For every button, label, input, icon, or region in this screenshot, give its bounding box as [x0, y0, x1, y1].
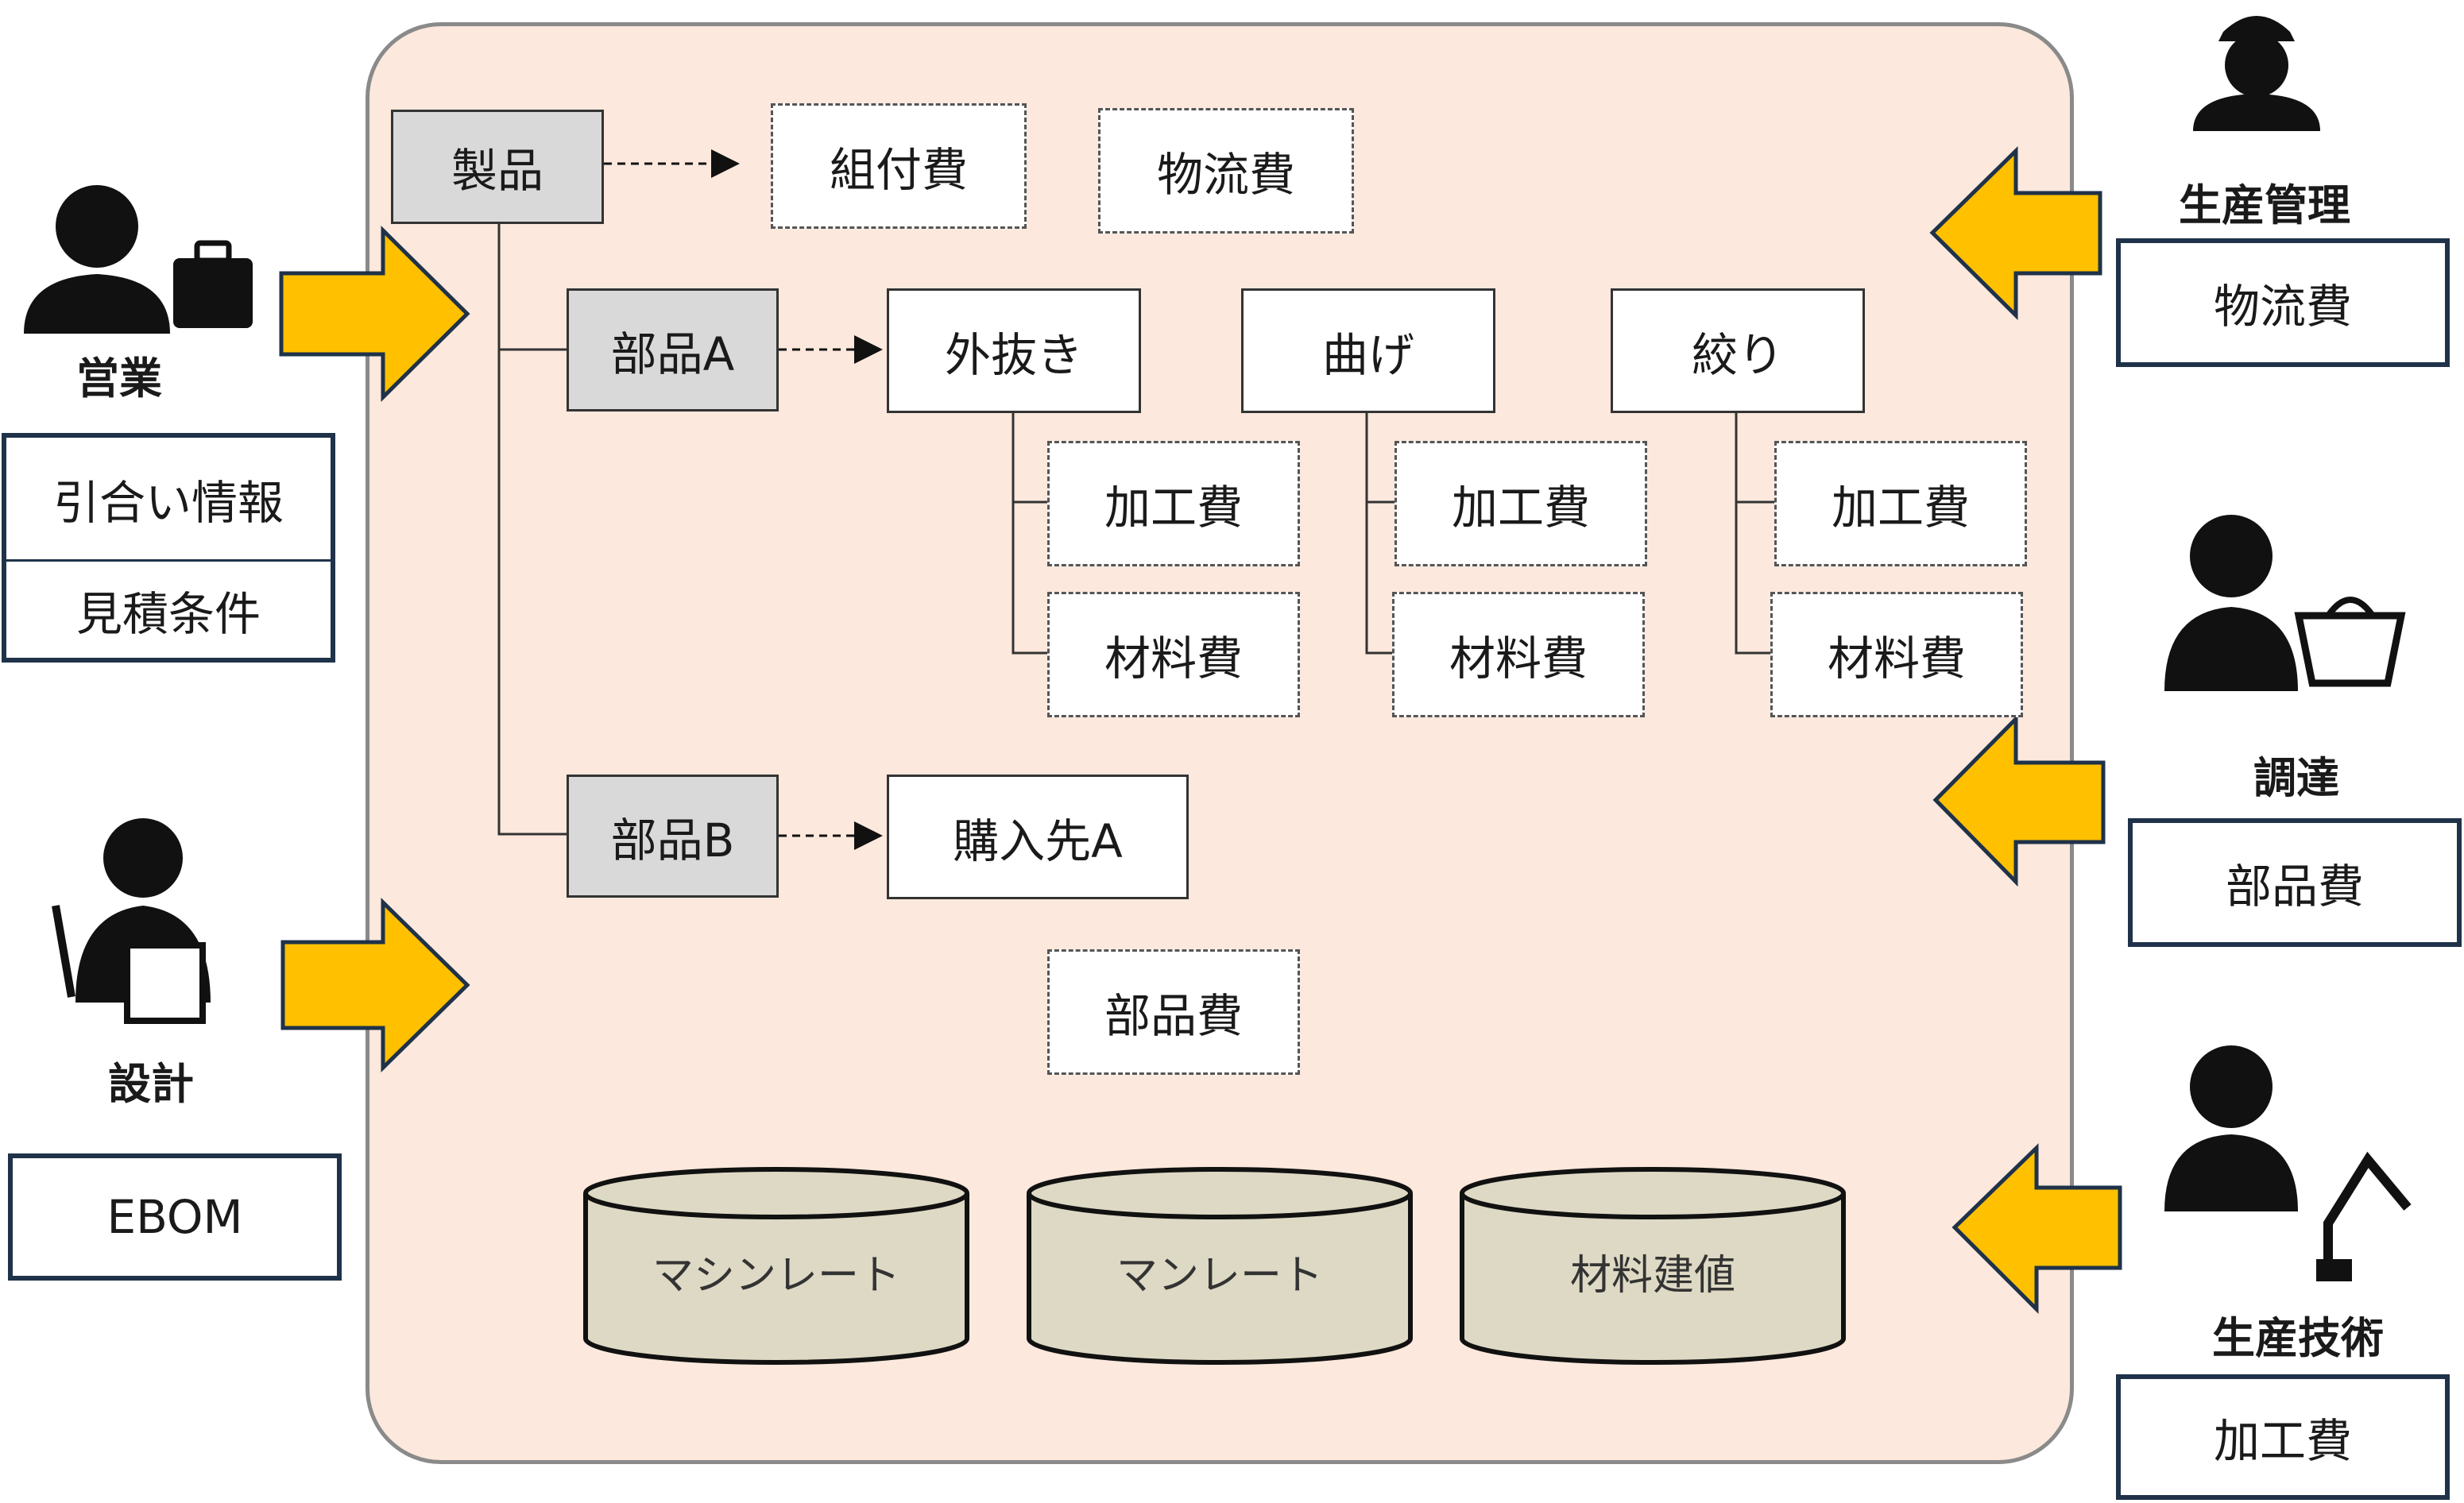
procurement-input-arrow [1932, 713, 2106, 887]
supplier-node: 購入先A [887, 775, 1189, 899]
production-engineering-input-arrow [1951, 1143, 2122, 1315]
production-control-input-arrow [1929, 146, 2102, 320]
database-labor-rate [1027, 1193, 1413, 1365]
tree-line-process-2 [1365, 413, 1394, 655]
salesperson-with-briefcase-icon [24, 185, 253, 334]
part-a-node: 部品A [567, 288, 779, 411]
production-control-input-logistics: 物流費 [2116, 238, 2450, 367]
designer-with-blueprint-icon [52, 818, 211, 1024]
role-label-sales: 営業 [76, 354, 162, 404]
sales-input-arrow [279, 226, 470, 402]
product-node: 製品 [391, 110, 604, 224]
process-node-2: 曲げ [1241, 288, 1495, 413]
parts-cost-node: 部品費 [1047, 949, 1300, 1075]
database-material-price [1460, 1193, 1846, 1365]
design-input-ebom: EBOM [8, 1153, 342, 1281]
tree-line-process-1 [1012, 413, 1047, 655]
worker-with-hardhat-icon [2193, 16, 2320, 131]
process-node-3: 絞り [1611, 288, 1865, 413]
assembly-cost-node: 組付費 [771, 103, 1027, 229]
process-2-processing-cost: 加工費 [1394, 441, 1647, 566]
part-b-node: 部品B [567, 775, 779, 898]
production-engineering-input-processing: 加工費 [2116, 1374, 2450, 1500]
buyer-with-basket-icon [2164, 515, 2406, 691]
sales-input-inquiry: 引合い情報 [2, 433, 335, 562]
role-label-design: 設計 [108, 1059, 194, 1109]
database-machine-rate [583, 1193, 969, 1365]
process-2-material-cost: 材料費 [1392, 592, 1645, 717]
process-3-material-cost: 材料費 [1770, 592, 2023, 717]
database-label-machine-rate: マシンレート [652, 1251, 900, 1300]
process-3-processing-cost: 加工費 [1774, 441, 2027, 566]
logistics-cost-node: 物流費 [1098, 108, 1354, 234]
tree-line-process-3 [1735, 413, 1774, 655]
design-input-arrow [280, 898, 470, 1072]
process-node-1: 外抜き [887, 288, 1141, 413]
role-label-production-engineering: 生産技術 [2212, 1313, 2384, 1363]
engineer-with-robot-arm-icon [2164, 1045, 2412, 1281]
procurement-input-parts: 部品費 [2128, 818, 2462, 947]
tree-line-product [497, 222, 567, 836]
database-label-labor-rate: マンレート [1116, 1251, 1323, 1300]
sales-input-estimate-conditions: 見積条件 [2, 559, 335, 663]
process-1-processing-cost: 加工費 [1047, 441, 1300, 566]
role-label-procurement: 調達 [2253, 753, 2339, 803]
database-label-material-price: 材料建値 [1569, 1251, 1735, 1300]
process-1-material-cost: 材料費 [1047, 592, 1300, 717]
role-label-production-control: 生産管理 [2179, 180, 2350, 230]
